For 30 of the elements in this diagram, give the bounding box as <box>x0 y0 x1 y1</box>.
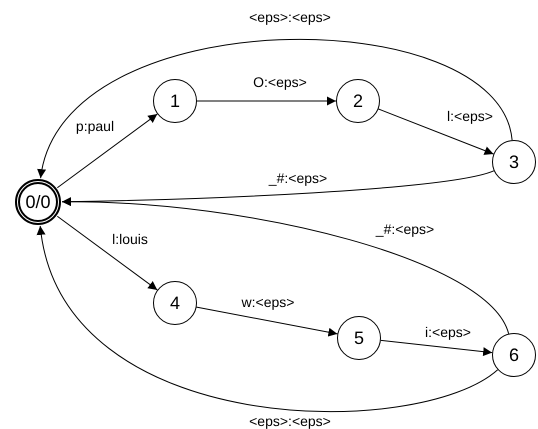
state-label: 2 <box>352 90 363 112</box>
edge-label: i:<eps> <box>424 324 472 340</box>
arrow <box>56 216 158 290</box>
edge-label: _#:<eps> <box>268 170 328 186</box>
arrow <box>378 108 494 155</box>
state-circle <box>153 281 197 325</box>
edge-label: _#:<eps> <box>374 221 436 237</box>
state-label: 3 <box>508 152 519 172</box>
state-label: 6 <box>508 344 519 366</box>
state-label: 0/0 <box>25 192 51 212</box>
edge-label: l:<eps> <box>446 108 494 124</box>
state-label: 4 <box>170 292 180 314</box>
arrow <box>38 225 498 412</box>
state-circle <box>153 79 197 123</box>
edge-label: O:<eps> <box>252 74 308 90</box>
accepting-state-circle <box>15 179 61 225</box>
state-circle <box>337 316 381 360</box>
edge-label: p:paul <box>74 118 116 134</box>
arrow <box>56 114 158 188</box>
arrow <box>196 306 338 337</box>
state-circle <box>492 140 536 184</box>
state-circle <box>336 79 380 123</box>
arrow <box>39 39 513 179</box>
state-label: 1 <box>170 90 180 112</box>
edge-label: l:louis <box>111 231 149 247</box>
arrow <box>62 197 510 334</box>
arrow <box>380 340 493 356</box>
arrow <box>196 96 336 106</box>
state-label: 5 <box>354 328 364 348</box>
state-circle <box>492 333 536 377</box>
